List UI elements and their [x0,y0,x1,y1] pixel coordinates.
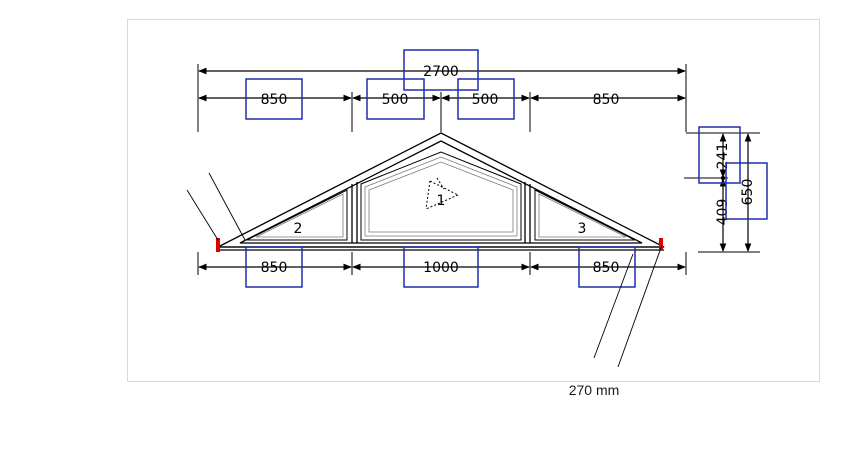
panel-label-left: 2 [294,221,303,237]
dim-box-top-left[interactable] [245,78,303,120]
glass-panel-right [534,189,636,241]
dim-bottom-right: 850 [593,260,620,276]
dim-box-right-top[interactable] [698,126,741,184]
top-dimensions [197,64,687,132]
dim-top-left: 850 [261,92,288,108]
bottom-dimensions [197,252,687,275]
right-dimensions [684,132,760,253]
panel-label-center: 1 [437,193,446,209]
glass-panel-left [246,189,348,241]
dim-bottom-mid: 1000 [423,260,459,276]
dim-right-bottom: 409 [715,199,731,226]
dim-top-right: 850 [593,92,620,108]
dim-right-top: 241 [715,143,731,170]
dim-box-right-total[interactable] [725,162,768,220]
leader-lines [186,172,663,368]
end-marker-left [216,238,220,252]
dim-box-total-width[interactable] [403,49,479,91]
callout-label: 270 mm [569,382,620,398]
dim-top-mid-left: 500 [382,92,409,108]
dim-top-mid-right: 500 [472,92,499,108]
opening-symbol [425,177,459,210]
glass-panel-center [360,151,522,241]
dim-total-width: 2700 [423,64,459,80]
dim-right-total: 650 [740,179,756,206]
dim-box-bottom-right[interactable] [578,246,636,288]
dim-box-bottom-mid[interactable] [403,246,479,288]
dim-bottom-left: 850 [261,260,288,276]
panel-label-right: 3 [578,221,587,237]
dim-box-bottom-left[interactable] [245,246,303,288]
end-marker-right [659,238,663,250]
dim-box-top-mid-left[interactable] [366,78,425,120]
dim-box-top-mid-right[interactable] [457,78,515,120]
